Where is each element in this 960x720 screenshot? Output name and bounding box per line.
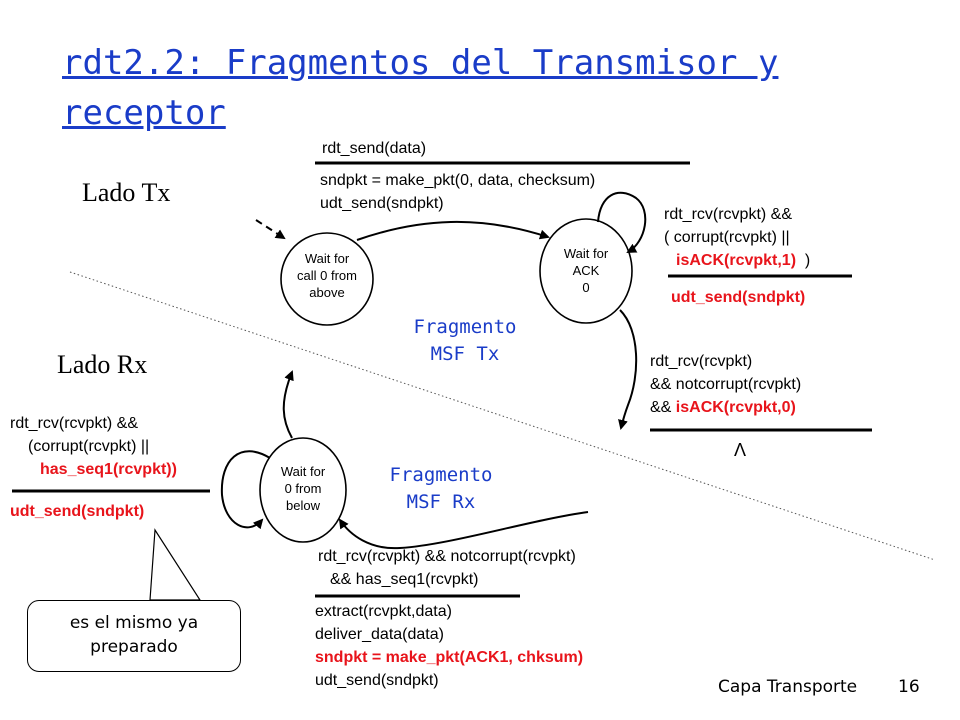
- state-wait-call0: [280, 232, 374, 326]
- state-wait-ack0: [539, 218, 633, 324]
- tx-corrupt-action: udt_send(sndpkt): [671, 289, 806, 306]
- state-wait-0-below: [259, 437, 347, 543]
- arrow-tx-send: [356, 220, 550, 241]
- arrow-rx-selfloop: [220, 450, 271, 530]
- arrow-rx-up: [282, 370, 294, 439]
- rx-ok-event: rdt_rcv(rcvpkt) && notcorrupt(rcvpkt) &&…: [318, 548, 576, 588]
- rx-corrupt-action: udt_send(sndpkt): [10, 503, 145, 520]
- tx-corrupt-event: rdt_rcv(rcvpkt) && ( corrupt(rcvpkt) || …: [664, 206, 811, 269]
- tx-ack-action-lambda: Λ: [734, 440, 747, 460]
- footer-chapter: Capa Transporte: [718, 677, 858, 697]
- callout-note: es el mismo ya preparado: [27, 600, 241, 672]
- initial-arrow: [255, 219, 286, 240]
- side-label-rx: Lado Rx: [57, 350, 148, 379]
- callout-pointer: [149, 528, 202, 601]
- arrow-tx-ack: [618, 309, 638, 430]
- footer-page-number: 16: [898, 677, 920, 697]
- tx-send-event: rdt_send(data): [322, 140, 427, 157]
- tx-ack-event: rdt_rcv(rcvpkt) && notcorrupt(rcvpkt) &&…: [650, 353, 802, 416]
- page-title: rdt2.2: Fragmentos del Transmisor y rece…: [62, 43, 779, 133]
- arrow-tx-selfloop: [597, 191, 647, 253]
- side-label-tx: Lado Tx: [82, 178, 171, 207]
- tx-send-actions: sndpkt = make_pkt(0, data, checksum) udt…: [320, 172, 596, 212]
- rx-corrupt-event: rdt_rcv(rcvpkt) && (corrupt(rcvpkt) || h…: [10, 415, 177, 478]
- rx-ok-actions: extract(rcvpkt,data) deliver_data(data) …: [315, 603, 584, 689]
- arrow-rx-ok: [338, 511, 589, 550]
